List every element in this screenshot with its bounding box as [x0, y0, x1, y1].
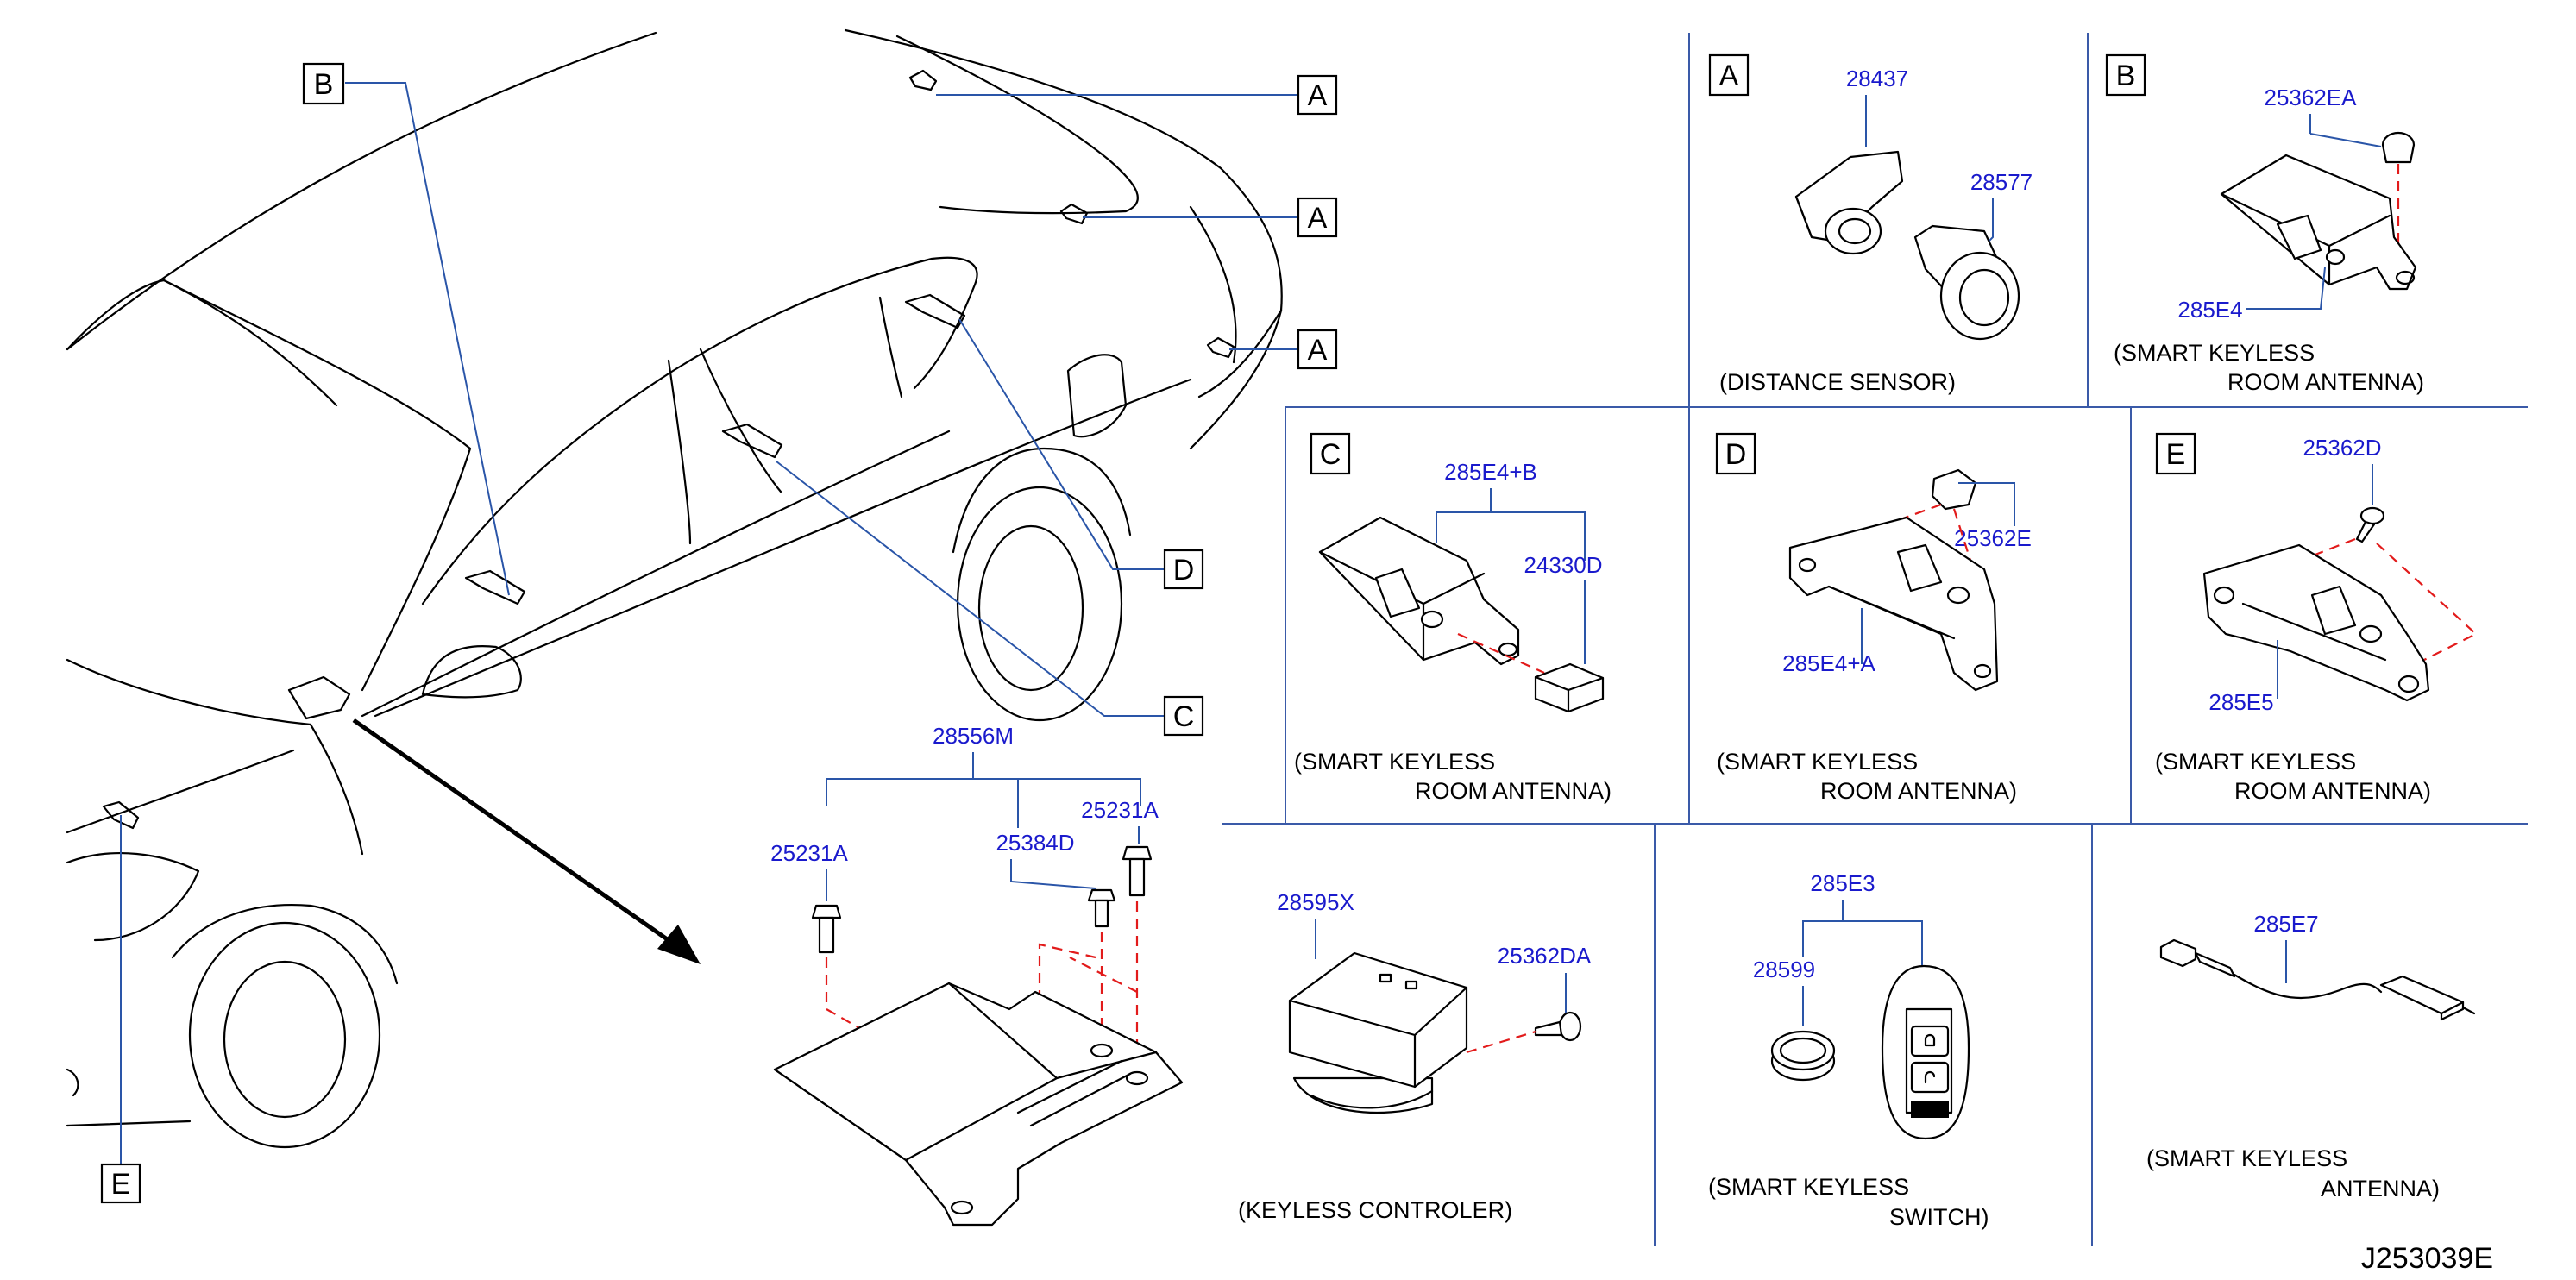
main-unit-detail: 28556M 25231A 25384D 25231A: [770, 723, 1184, 1227]
panel-grid: [1222, 33, 2528, 1246]
panel-a-distance-sensor: A 28437 28577 (DISTANCE SENSOR): [1708, 53, 2033, 395]
callout-box-d: D: [1163, 549, 1204, 590]
part-number-285E4: 285E4: [2177, 297, 2242, 323]
callout-box-b: B: [302, 62, 345, 105]
panel-caption-line1: (SMART KEYLESS: [1708, 1174, 1909, 1200]
bolt-icon: [811, 904, 842, 954]
callout-box-a1: A: [1297, 74, 1338, 116]
callout-leaders: [120, 82, 1298, 1164]
panel-caption-line2: ROOM ANTENNA): [2227, 369, 2424, 395]
panel-caption-line2: ANTENNA): [2321, 1176, 2440, 1202]
panel-caption-line1: (SMART KEYLESS: [1294, 749, 1495, 775]
vehicle-outline: [66, 28, 1283, 1149]
panel-letter: C: [1320, 438, 1341, 471]
part-number-28556M: 28556M: [933, 723, 1014, 749]
part-number-28437: 28437: [1846, 66, 1908, 91]
panel-b-room-antenna: B 25362EA 285E4 (SMART KEYLESS ROOM ANTE…: [2105, 53, 2424, 395]
callout-box-e: E: [100, 1163, 141, 1204]
part-number-25362D: 25362D: [2303, 435, 2381, 461]
drawing-code: J253039E: [2361, 1242, 2493, 1275]
panel-caption-line1: (SMART KEYLESS: [2155, 749, 2356, 775]
part-number-285E4+A: 285E4+A: [1782, 650, 1875, 676]
svg-text:A: A: [1308, 79, 1328, 112]
part-number-25362EA: 25362EA: [2265, 85, 2358, 110]
panel-smart-keyless-antenna: 285E7 (SMART KEYLESS ANTENNA): [2146, 911, 2476, 1202]
part-number-28577: 28577: [1970, 169, 2033, 195]
svg-text:D: D: [1173, 554, 1195, 587]
panel-d-room-antenna: D 25362E 285E4+A (SMART KEYLESS ROOM ANT…: [1715, 432, 2032, 804]
panel-e-room-antenna: E 25362D 285E5 (SMART KEYLESS ROOM ANTEN…: [2155, 432, 2478, 804]
panel-keyless-controller: 28595X 25362DA (KEYLESS CONTROLER): [1238, 889, 1592, 1223]
callout-box-c: C: [1163, 695, 1204, 737]
svg-text:E: E: [111, 1168, 131, 1201]
panel-letter: E: [2166, 438, 2186, 471]
screw-icon: [1534, 1011, 1582, 1042]
panel-caption-line2: ROOM ANTENNA): [2234, 778, 2431, 804]
part-number-25231A-right: 25231A: [1081, 797, 1159, 823]
part-number-28595X: 28595X: [1277, 889, 1354, 915]
part-number-285E5: 285E5: [2208, 689, 2273, 715]
panel-caption-line2: ROOM ANTENNA): [1415, 778, 1612, 804]
panel-caption: (DISTANCE SENSOR): [1719, 369, 1956, 395]
callout-box-a3: A: [1297, 329, 1338, 370]
panel-letter: A: [1719, 60, 1739, 92]
panel-caption-line1: (SMART KEYLESS: [2146, 1145, 2347, 1171]
part-number-24330D: 24330D: [1524, 552, 1602, 578]
detail-arrow: [352, 718, 701, 964]
svg-text:A: A: [1308, 202, 1328, 235]
svg-text:C: C: [1173, 700, 1195, 733]
panel-letter: B: [2116, 60, 2136, 92]
panel-caption: (KEYLESS CONTROLER): [1238, 1197, 1512, 1223]
part-number-285E3: 285E3: [1810, 870, 1875, 896]
screw-icon: [2355, 506, 2385, 543]
svg-text:A: A: [1308, 334, 1328, 367]
part-number-285E7: 285E7: [2253, 911, 2318, 937]
panel-caption-line1: (SMART KEYLESS: [2114, 340, 2315, 366]
svg-text:B: B: [314, 68, 334, 101]
part-number-285E4+B: 285E4+B: [1444, 459, 1537, 485]
panel-letter: D: [1725, 438, 1747, 471]
panel-caption-line2: ROOM ANTENNA): [1820, 778, 2017, 804]
part-number-25384D: 25384D: [996, 830, 1074, 856]
bolt-icon: [1087, 888, 1116, 928]
bolt-icon: [1122, 845, 1153, 897]
antenna-cable-icon: [2159, 938, 2476, 1021]
panel-smart-keyless-switch: 285E3 28599 (SMART KEYLESS SWITCH): [1708, 870, 1989, 1230]
smart-key-fob-icon: [1881, 964, 1970, 1140]
panel-c-room-antenna: C 285E4+B 24330D (SMART KEYLESS ROOM ANT…: [1294, 432, 1612, 804]
panel-caption-line2: SWITCH): [1889, 1204, 1989, 1230]
panel-caption-line1: (SMART KEYLESS: [1717, 749, 1918, 775]
callout-box-a2: A: [1297, 197, 1338, 238]
coin-battery-icon: [1770, 1030, 1836, 1082]
part-number-28599: 28599: [1753, 957, 1815, 982]
part-number-25362DA: 25362DA: [1498, 943, 1592, 969]
part-number-25231A-left: 25231A: [770, 840, 848, 866]
